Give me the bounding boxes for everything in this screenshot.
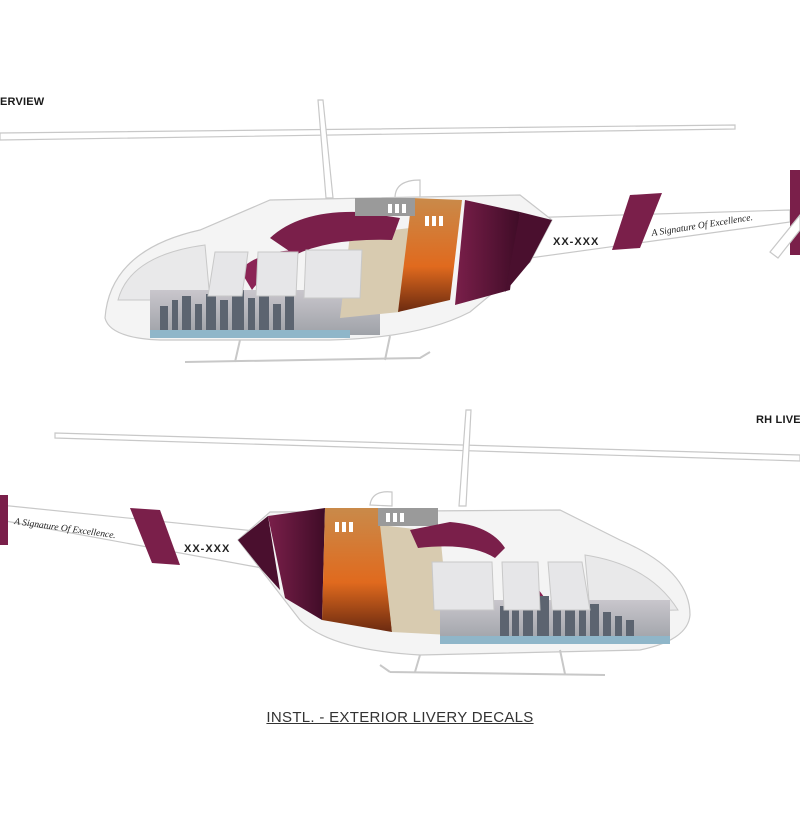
rh-livery-panel-1	[238, 516, 280, 590]
lh-main-rotor	[0, 124, 736, 141]
lh-window-3	[303, 249, 363, 299]
lh-tail-skid	[769, 214, 800, 259]
lh-rotor-mast	[317, 99, 334, 199]
lh-helicopter: XX-XXX A Signature Of Excellence.	[0, 99, 800, 363]
lh-livery-panel-3	[455, 200, 520, 305]
lh-cowl	[355, 198, 415, 216]
rh-registration: XX-XXX	[184, 543, 230, 555]
lh-vent-slots	[388, 204, 443, 226]
lh-livery-panel-2	[398, 198, 462, 312]
lh-water	[150, 330, 350, 338]
rh-helicopter: XX-XXX A Signature Of Excellence.	[0, 409, 800, 676]
rh-main-rotor	[54, 432, 800, 462]
lh-window-2	[255, 251, 299, 297]
rh-windshield	[584, 554, 679, 613]
lh-stabilizer	[612, 193, 662, 250]
rh-skyline	[500, 596, 634, 640]
rh-livery-panel-4	[380, 525, 450, 635]
lh-skid	[184, 335, 431, 363]
lh-skyline	[160, 290, 294, 334]
lh-registration: XX-XXX	[553, 236, 599, 248]
rh-water	[440, 636, 670, 644]
lh-flag-sash	[270, 211, 400, 255]
lh-view-label: ERVIEW	[0, 96, 45, 108]
lh-livery-panel-4	[505, 212, 552, 292]
rh-exhaust	[369, 491, 393, 507]
rh-flag-sash	[410, 522, 505, 558]
drawing-caption: INSTL. - EXTERIOR LIVERY DECALS	[266, 709, 534, 726]
rh-vent-slots	[335, 513, 404, 532]
rh-window-3	[547, 561, 591, 611]
rh-tail-boom	[0, 504, 266, 569]
rh-livery-panel-2	[268, 508, 325, 620]
rh-skid	[379, 649, 606, 676]
rh-stabilizer	[130, 508, 180, 565]
rh-view-label: RH LIVERY	[756, 414, 800, 426]
rh-livery-panel-3	[322, 508, 392, 632]
lh-window-1	[207, 251, 249, 297]
rh-window-1	[431, 561, 495, 611]
rh-rotor-mast	[458, 409, 472, 507]
lh-tail-rotor	[790, 170, 800, 255]
rh-window-2	[501, 561, 541, 611]
lh-exhaust	[394, 179, 421, 199]
rh-tail-rotor	[0, 495, 8, 545]
lh-windshield	[117, 244, 211, 301]
